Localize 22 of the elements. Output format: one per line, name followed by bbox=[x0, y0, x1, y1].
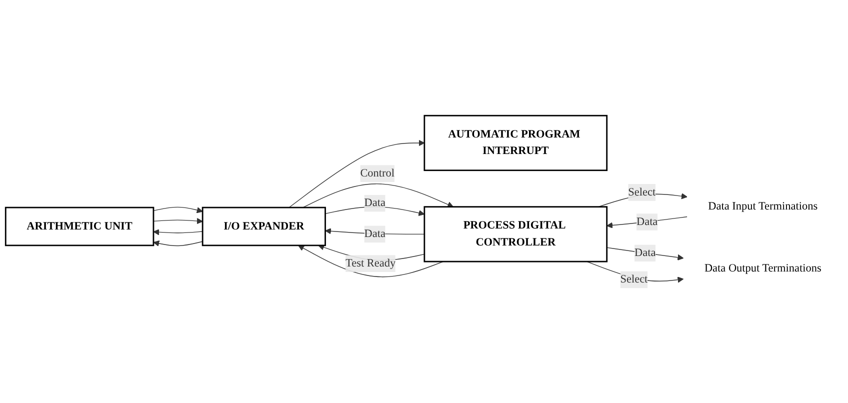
edge-label: Data bbox=[364, 228, 386, 240]
edge-label: Data bbox=[634, 246, 656, 258]
arrow bbox=[324, 206, 425, 216]
edge-label: Select bbox=[628, 186, 656, 198]
node-box bbox=[424, 114, 608, 171]
arrow bbox=[153, 218, 203, 224]
edge-label: Select bbox=[620, 273, 648, 285]
node-box bbox=[202, 206, 326, 246]
arrow bbox=[302, 183, 454, 208]
node-text: Data Output Terminations bbox=[704, 262, 822, 274]
arrow bbox=[153, 206, 203, 213]
node-box bbox=[4, 206, 154, 246]
arrow bbox=[324, 228, 425, 234]
arrow bbox=[153, 240, 203, 246]
node-box bbox=[424, 206, 608, 262]
arrow bbox=[153, 228, 203, 235]
arrow bbox=[288, 140, 425, 208]
edge-label: Test Ready bbox=[346, 256, 396, 269]
edge-label: Control bbox=[360, 166, 394, 179]
edge-label: Data bbox=[364, 196, 386, 209]
node-text: Data Input Terminations bbox=[708, 200, 818, 212]
edge-label: Data bbox=[636, 215, 658, 228]
